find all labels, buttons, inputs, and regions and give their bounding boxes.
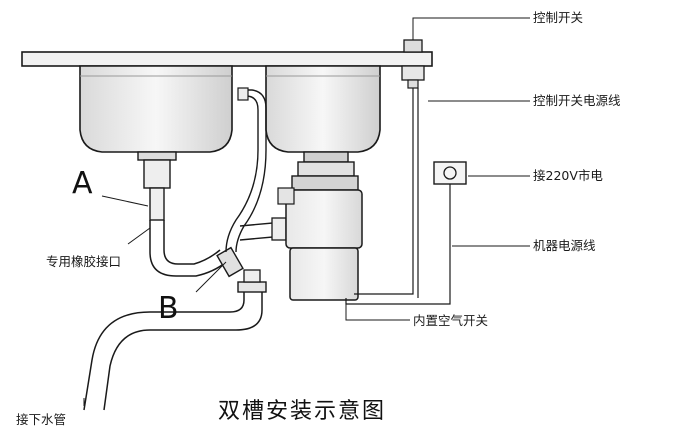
label-control-switch: 控制开关: [533, 10, 583, 25]
connector-b: [216, 246, 244, 278]
drain-pipe: [83, 292, 263, 411]
marker-a: A: [72, 166, 93, 201]
label-drain-pipe: 接下水管: [16, 412, 66, 427]
marker-b: B: [158, 291, 179, 326]
u-trap-pipe: [149, 220, 227, 277]
leader-lines: [83, 17, 530, 406]
left-sink-bowl: [79, 65, 233, 153]
drain-connector: [237, 269, 267, 293]
label-special-rubber-port: 专用橡胶接口: [46, 254, 121, 269]
control-switch-power-cord: [354, 88, 419, 298]
garbage-disposer-unit: [277, 187, 363, 301]
label-control-switch-power-cord: 控制开关电源线: [533, 93, 621, 108]
drain-fitting-a: [137, 151, 177, 221]
countertop: [21, 51, 433, 67]
diagram-title: 双槽安装示意图: [218, 399, 386, 424]
right-sink-bowl: [265, 65, 381, 153]
overflow-hose: [225, 89, 267, 253]
machine-power-cord: [345, 184, 451, 305]
label-machine-power-cord: 机器电源线: [533, 238, 596, 253]
label-builtin-air-switch: 内置空气开关: [413, 313, 488, 328]
disposer-mount: [291, 151, 359, 191]
wall-socket-icon: [433, 161, 467, 185]
label-connect-220v: 接220V市电: [533, 168, 603, 183]
